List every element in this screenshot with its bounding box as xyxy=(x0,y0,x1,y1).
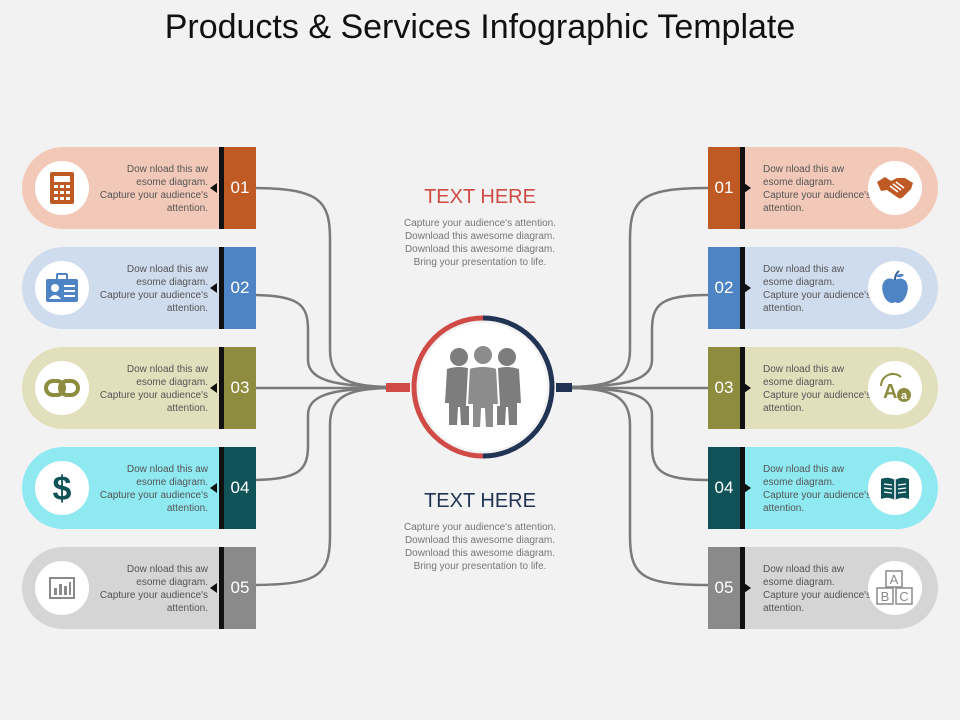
text-block-top: TEXT HERE Capture your audience's attent… xyxy=(380,186,580,269)
left-item-04: $ Dow nload this aw esome diagram. Captu… xyxy=(22,447,256,529)
right-item-04: 04 Dow nload this aw esome diagram. Capt… xyxy=(708,447,938,529)
icon-circle xyxy=(35,561,89,615)
text-block-bottom: TEXT HERE Capture your audience's attent… xyxy=(380,490,580,573)
center-hub xyxy=(410,314,556,460)
book-icon xyxy=(881,477,909,500)
item-number: 01 xyxy=(708,147,745,229)
center-ring xyxy=(411,315,555,459)
item-description: Dow nload this aw esome diagram. Capture… xyxy=(763,464,872,514)
pointer-arrow xyxy=(210,183,217,193)
connector-left-02 xyxy=(249,293,389,389)
text-line: Download this awesome diagram. xyxy=(404,535,556,546)
icon-circle: $ xyxy=(35,461,89,515)
connector-stub-left xyxy=(386,383,410,392)
connector-left-04 xyxy=(249,386,389,482)
pointer-arrow xyxy=(210,383,217,393)
translate-icon: A a xyxy=(879,372,911,403)
item-description: Dow nload this aw esome diagram. Capture… xyxy=(99,164,208,214)
item-number: 03 xyxy=(219,347,256,429)
icon-circle xyxy=(868,161,922,215)
text-line: Download this awesome diagram. xyxy=(404,244,556,255)
item-number: 02 xyxy=(708,247,745,329)
text-body-bottom: Capture your audience's attention. Downl… xyxy=(380,521,580,573)
text-heading-top: TEXT HERE xyxy=(424,186,536,208)
item-number: 01 xyxy=(219,147,256,229)
right-item-05: 05 Dow nload this aw esome diagram. Capt… xyxy=(708,547,938,629)
apple-icon xyxy=(882,270,908,303)
pointer-arrow xyxy=(744,483,751,493)
connector-right-05 xyxy=(571,386,709,587)
item-number: 04 xyxy=(219,447,256,529)
icon-circle xyxy=(35,261,89,315)
item-description: Dow nload this aw esome diagram. Capture… xyxy=(763,364,872,414)
svg-text:A: A xyxy=(890,572,899,587)
item-description: Dow nload this aw esome diagram. Capture… xyxy=(763,564,872,614)
connector-left-01 xyxy=(249,186,389,389)
item-description: Dow nload this aw esome diagram. Capture… xyxy=(763,164,872,214)
calculator-icon xyxy=(50,172,74,204)
icon-circle: A a xyxy=(868,361,922,415)
right-item-01: 01 Dow nload this aw esome diagram. Capt… xyxy=(708,147,938,229)
item-number: 03 xyxy=(708,347,745,429)
center-circle xyxy=(419,323,547,451)
text-line: Download this awesome diagram. xyxy=(404,548,556,559)
connector-right-02 xyxy=(571,293,709,389)
item-description: Dow nload this aw esome diagram. Capture… xyxy=(99,464,208,514)
text-line: Bring your presentation to life. xyxy=(413,561,547,572)
item-number: 05 xyxy=(708,547,745,629)
text-line: Download this awesome diagram. xyxy=(404,231,556,242)
page-title: Products & Services Infographic Template xyxy=(164,8,796,46)
pointer-arrow xyxy=(210,583,217,593)
pointer-arrow xyxy=(210,283,217,293)
id-card-icon xyxy=(46,273,78,302)
item-description: Dow nload this aw esome diagram. Capture… xyxy=(99,564,208,614)
svg-text:a: a xyxy=(901,390,908,402)
svg-text:$: $ xyxy=(53,470,72,506)
item-number: 05 xyxy=(219,547,256,629)
item-description: Dow nload this aw esome diagram. Capture… xyxy=(99,264,208,314)
connector-right-01 xyxy=(571,186,709,389)
connector-left-05 xyxy=(249,386,389,587)
left-item-01: Dow nload this aw esome diagram. Capture… xyxy=(22,147,256,229)
pointer-arrow xyxy=(744,183,751,193)
item-number: 04 xyxy=(708,447,745,529)
connector-right-04 xyxy=(571,386,709,482)
pointer-arrow xyxy=(744,583,751,593)
svg-text:A: A xyxy=(883,381,897,403)
icon-circle xyxy=(35,361,89,415)
icon-circle: A B C xyxy=(868,561,922,615)
item-description: Dow nload this aw esome diagram. Capture… xyxy=(99,364,208,414)
right-item-03: 03 Dow nload this aw esome diagram. Capt… xyxy=(708,347,938,429)
text-line: Bring your presentation to life. xyxy=(413,257,547,268)
left-item-05: Dow nload this aw esome diagram. Capture… xyxy=(22,547,256,629)
svg-text:C: C xyxy=(899,589,908,604)
abc-blocks-icon: A B C xyxy=(876,570,913,605)
icon-circle xyxy=(35,161,89,215)
text-heading-bottom: TEXT HERE xyxy=(424,490,536,512)
dollar-icon: $ xyxy=(53,470,72,506)
chain-link-icon xyxy=(44,379,80,397)
text-line: Capture your audience's attention. xyxy=(403,218,556,229)
pointer-arrow xyxy=(210,483,217,493)
pointer-arrow xyxy=(744,283,751,293)
icon-circle xyxy=(868,461,922,515)
item-description: Dow nload this aw esome diagram. Capture… xyxy=(763,264,872,314)
right-item-02: 02 Dow nload this aw esome diagram. Capt… xyxy=(708,247,938,329)
left-item-03: Dow nload this aw esome diagram. Capture… xyxy=(22,347,256,429)
handshake-icon xyxy=(877,177,913,199)
text-body-top: Capture your audience's attention. Downl… xyxy=(380,217,580,269)
people-group-icon xyxy=(445,345,521,429)
connector-stub-right xyxy=(556,383,572,392)
left-item-02: Dow nload this aw esome diagram. Capture… xyxy=(22,247,256,329)
item-number: 02 xyxy=(219,247,256,329)
icon-circle xyxy=(868,261,922,315)
pointer-arrow xyxy=(744,383,751,393)
bar-chart-icon xyxy=(49,577,75,599)
svg-text:B: B xyxy=(881,589,890,604)
text-line: Capture your audience's attention. xyxy=(403,522,556,533)
